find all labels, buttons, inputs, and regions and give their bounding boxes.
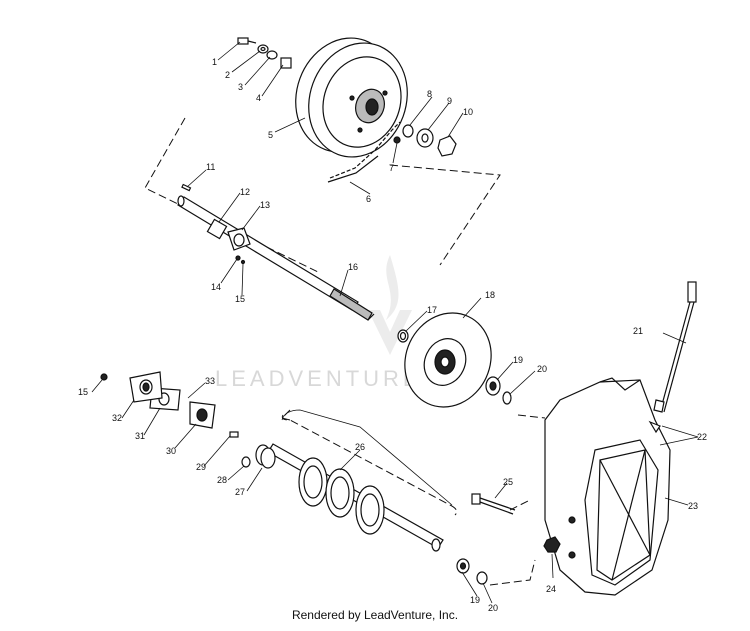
bearing-housing-part <box>227 227 251 251</box>
watermark-flame-logo <box>368 255 412 355</box>
nut-part-15b <box>100 373 108 381</box>
callout-19-lower: 19 <box>470 595 480 605</box>
spacer-part-9 <box>416 128 434 148</box>
plug-part-22 <box>648 420 661 434</box>
nut-part <box>437 135 457 157</box>
callout-6: 6 <box>366 194 371 204</box>
callout-25: 25 <box>503 477 513 487</box>
drive-sprocket-left-part <box>298 457 328 507</box>
bearing-part-19b <box>456 558 470 574</box>
key-part <box>181 183 192 192</box>
callout-9: 9 <box>447 96 452 106</box>
callout-28: 28 <box>217 475 227 485</box>
snap-ring-part-20 <box>502 391 512 405</box>
leader-lines <box>91 41 699 604</box>
bearing-part-12 <box>206 218 228 240</box>
callout-29: 29 <box>196 462 206 472</box>
callout-30: 30 <box>166 446 176 456</box>
callout-27: 27 <box>235 487 245 497</box>
chaincase-part <box>544 377 671 596</box>
drive-sprocket-right-part <box>355 485 385 535</box>
callout-19: 19 <box>513 355 523 365</box>
screw-part-14 <box>235 255 246 265</box>
bolt-part <box>237 37 257 45</box>
bearing-part-19 <box>485 376 501 396</box>
callout-23: 23 <box>688 501 698 511</box>
callout-14: 14 <box>211 282 221 292</box>
callout-31: 31 <box>135 431 145 441</box>
washer-part-8 <box>402 124 414 138</box>
callout-13: 13 <box>260 200 270 210</box>
jackshaft-part <box>177 195 375 321</box>
callout-7: 7 <box>389 163 394 173</box>
spacer-part <box>280 57 292 69</box>
washer-part <box>257 44 269 54</box>
callout-33: 33 <box>205 376 215 386</box>
callout-20-lower: 20 <box>488 603 498 613</box>
bearing-flange-32 <box>129 371 163 403</box>
callout-22: 22 <box>697 432 707 442</box>
callout-10: 10 <box>463 107 473 117</box>
gear-part-27 <box>255 444 276 469</box>
callout-15-lower: 15 <box>78 387 88 397</box>
nut-part-24 <box>543 536 561 553</box>
lock-washer-part <box>266 50 278 60</box>
callout-18: 18 <box>485 290 495 300</box>
bolt-part-25 <box>471 493 516 515</box>
brake-disc-part <box>404 312 492 408</box>
callout-3: 3 <box>238 82 243 92</box>
callout-17: 17 <box>427 305 437 315</box>
dipstick-part <box>653 281 697 413</box>
callout-20: 20 <box>537 364 547 374</box>
callout-8: 8 <box>427 89 432 99</box>
callout-12: 12 <box>240 187 250 197</box>
drive-chain-part <box>327 121 401 183</box>
seal-part-28 <box>241 456 251 468</box>
callout-21: 21 <box>633 326 643 336</box>
bearing-flange-30 <box>189 401 216 429</box>
callout-11: 11 <box>206 162 215 172</box>
callout-4: 4 <box>256 93 261 103</box>
drive-sprocket-mid-part <box>325 468 355 518</box>
oring-part <box>397 329 409 343</box>
bracket-26 <box>281 409 453 506</box>
snap-ring-part-20b <box>476 571 488 585</box>
footer-credit: Rendered by LeadVenture, Inc. <box>291 608 459 622</box>
callout-26: 26 <box>355 442 365 452</box>
drive-shaft-part <box>267 443 444 552</box>
callout-32: 32 <box>112 413 122 423</box>
callout-15: 15 <box>235 294 245 304</box>
callout-5: 5 <box>268 130 273 140</box>
callout-1: 1 <box>212 57 217 67</box>
callout-16: 16 <box>348 262 358 272</box>
watermark-text: LEADVENTURE <box>215 366 422 391</box>
callout-24: 24 <box>546 584 556 594</box>
screw-part-29 <box>229 431 239 438</box>
callout-2: 2 <box>225 70 230 80</box>
pin-part <box>393 136 401 144</box>
callout-numbers: 1 2 3 4 5 6 7 8 9 10 11 12 13 14 15 16 1… <box>78 57 707 613</box>
drive-sprocket-part <box>295 37 408 158</box>
